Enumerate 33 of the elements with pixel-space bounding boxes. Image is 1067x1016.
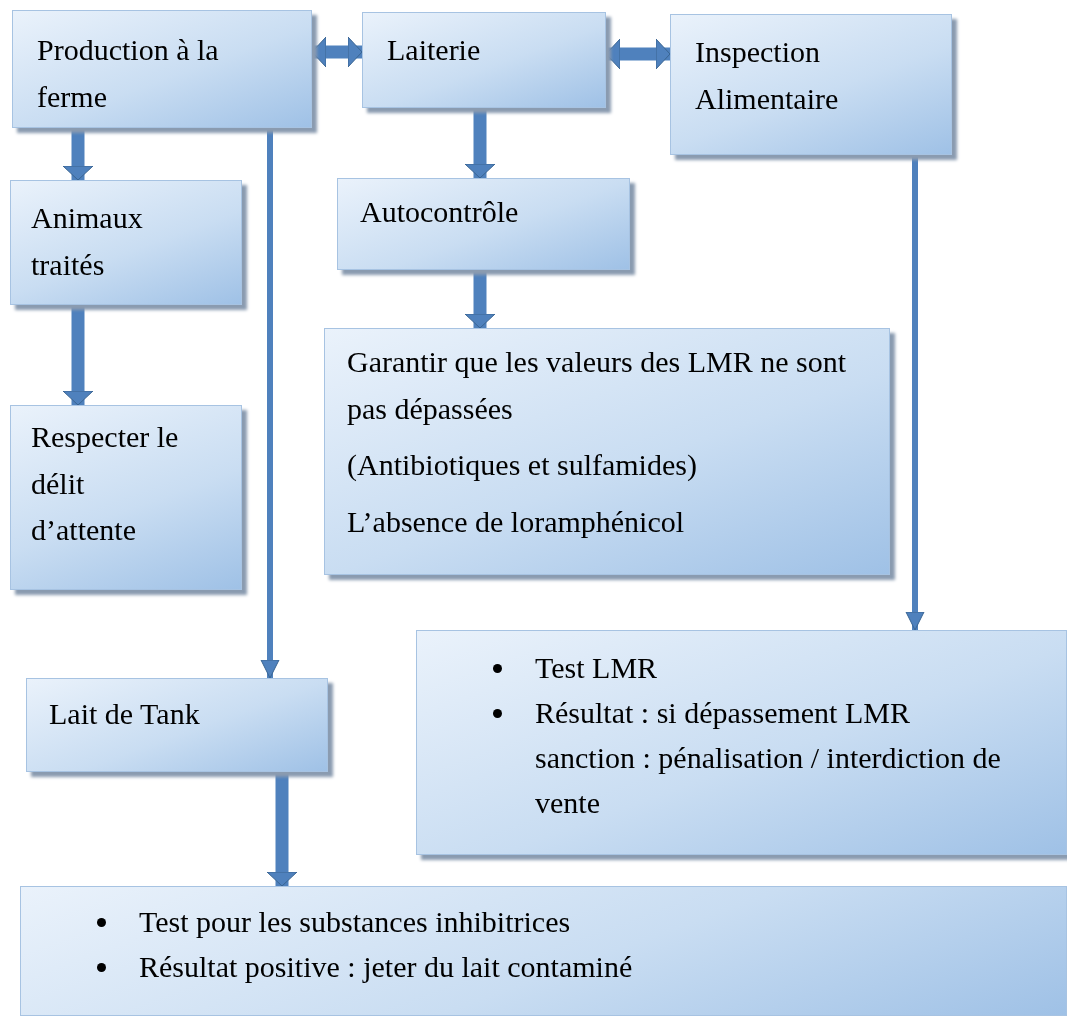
node-text: Garantir que les valeurs des LMR ne sont pas dépassées bbox=[347, 344, 848, 427]
node-text: (Antibiotiques et sulfamides) bbox=[347, 447, 698, 483]
node-text: Lait de Tank bbox=[49, 696, 201, 732]
bullet-text: Résultat : si dépassement LMR sanction : pénalisation / interdiction de vente bbox=[535, 696, 1001, 819]
bullet-text: Résultat positive : jeter du lait contaminé bbox=[139, 950, 633, 983]
process-box bbox=[337, 178, 630, 270]
arrow bbox=[905, 155, 925, 631]
arrow bbox=[266, 772, 298, 887]
node-text: Laiterie bbox=[387, 32, 482, 68]
bullet-text: Test LMR bbox=[535, 651, 658, 684]
process-box bbox=[362, 12, 606, 108]
process-box bbox=[670, 14, 952, 155]
arrow bbox=[311, 36, 363, 68]
list-box bbox=[416, 630, 1067, 855]
process-box bbox=[10, 180, 242, 305]
node-text: Inspection Alimentaire bbox=[695, 34, 840, 117]
arrow bbox=[260, 128, 280, 679]
arrow bbox=[464, 108, 496, 179]
process-box bbox=[10, 405, 242, 590]
node-text: Production à la ferme bbox=[37, 32, 220, 115]
list-box bbox=[20, 886, 1067, 1016]
node-text: Respecter le délit d’attente bbox=[31, 419, 180, 548]
arrow bbox=[605, 38, 671, 70]
process-box bbox=[26, 678, 328, 772]
bullet-text: Test pour les substances inhibitrices bbox=[139, 905, 571, 938]
arrow bbox=[62, 128, 94, 181]
node-text: L’absence de loramphénicol bbox=[347, 503, 686, 540]
arrow bbox=[62, 305, 94, 406]
node-text: Autocontrôle bbox=[360, 194, 520, 230]
process-box bbox=[324, 328, 890, 575]
node-text: Animaux traités bbox=[31, 200, 144, 283]
arrow bbox=[464, 270, 496, 329]
process-box bbox=[12, 10, 312, 128]
